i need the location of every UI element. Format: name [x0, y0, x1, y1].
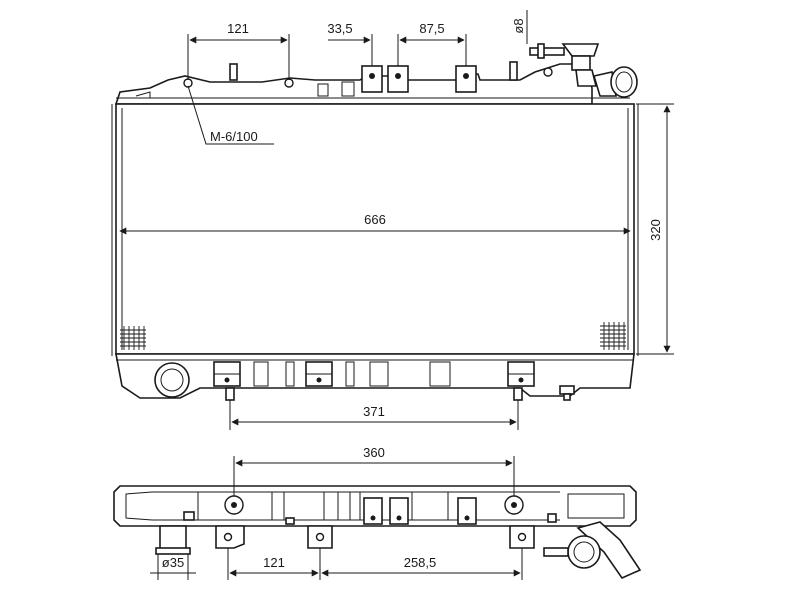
plan-bracket-2 [389, 497, 409, 525]
lower-hose-outlet [154, 362, 190, 398]
dim-label-320: 320 [648, 219, 663, 241]
bottom-tank [115, 353, 635, 399]
dim-core-height: 320 [636, 103, 674, 355]
top-bracket-1 [361, 65, 383, 93]
core-fin-hatch-right [600, 322, 626, 350]
dim-label-360: 360 [363, 445, 385, 460]
plan-tab-3 [509, 525, 535, 549]
upper-hose-outlet [592, 66, 638, 98]
bottom-bracket-3 [507, 361, 535, 401]
top-bracket-3 [455, 65, 477, 93]
plan-bracket-1 [363, 497, 383, 525]
thread-spec-label: M-6/100 [210, 129, 258, 144]
bottom-bracket-2 [305, 361, 333, 387]
dim-pipe-diameter: ø8 [511, 10, 528, 44]
core-fin-hatch-left [120, 326, 146, 350]
dim-label-87-5: 87,5 [419, 21, 444, 36]
dim-label-o8: ø8 [511, 18, 526, 33]
top-stud-left [183, 78, 193, 88]
dim-outlet-diameter: ø35 [150, 554, 196, 580]
top-stud-right [543, 67, 553, 77]
bottom-bracket-1 [213, 361, 241, 401]
drain-plug [559, 385, 575, 401]
plan-filler-neck [543, 521, 642, 580]
dim-label-371: 371 [363, 404, 385, 419]
dim-plan-right-spacing: 258,5 [321, 548, 523, 580]
radiator-core [115, 103, 635, 355]
plan-bracket-3 [457, 497, 477, 525]
top-bracket-2 [387, 65, 409, 93]
plan-tab-1 [215, 525, 245, 549]
filler-cap [561, 43, 600, 87]
plan-tab-2 [307, 525, 333, 549]
dim-plan-left-spacing: 121 [227, 548, 321, 580]
radiator-front-view: 121 33,5 87,5 ø8 M-6/100 666 320 371 [111, 10, 674, 430]
dim-core-width: 666 [119, 212, 631, 235]
overflow-pipe [529, 43, 565, 59]
dim-top-left-spacing: 121 [187, 21, 290, 80]
dim-top-tab-span: 87,5 [397, 21, 467, 66]
plan-lower-outlet-pipe [155, 525, 191, 555]
plan-mount-hole-left [224, 495, 244, 515]
dim-label-121-top: 121 [227, 21, 249, 36]
dim-label-o35: ø35 [162, 555, 184, 570]
top-pin-right [509, 61, 518, 81]
dim-top-tab-pitch: 33,5 [327, 21, 373, 66]
dim-label-33-5: 33,5 [327, 21, 352, 36]
dim-thread-spec: M-6/100 [187, 85, 274, 145]
dim-plan-hole-span: 360 [233, 445, 515, 496]
plan-mount-hole-right [504, 495, 524, 515]
dim-label-258-5: 258,5 [404, 555, 437, 570]
top-stud-middle [284, 78, 294, 88]
dim-label-121-bottom: 121 [263, 555, 285, 570]
top-pin-left [229, 63, 238, 81]
radiator-plan-view: 360 121 258,5 ø35 [113, 445, 642, 580]
dim-label-666: 666 [364, 212, 386, 227]
dim-bottom-tab-span: 371 [229, 400, 519, 430]
